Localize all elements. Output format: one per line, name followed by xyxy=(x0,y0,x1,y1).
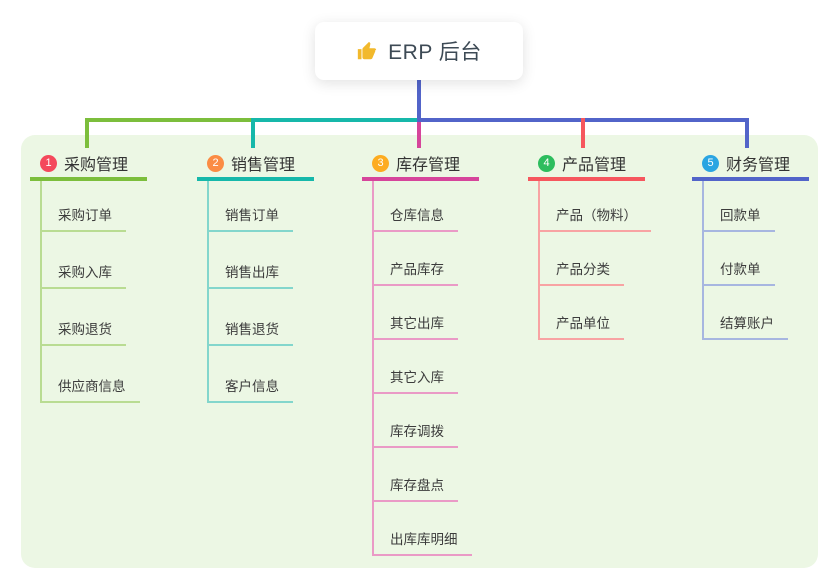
child-node[interactable]: 供应商信息 xyxy=(40,373,140,403)
branch-number-badge: 5 xyxy=(702,154,719,172)
child-node[interactable]: 产品库存 xyxy=(372,256,458,286)
child-node[interactable]: 库存盘点 xyxy=(372,472,458,502)
connector-line xyxy=(581,118,585,148)
branch-node[interactable]: 1 采购管理 xyxy=(30,149,147,181)
branch-node[interactable]: 3 库存管理 xyxy=(362,149,479,181)
branch-number-badge: 4 xyxy=(538,154,555,172)
child-node[interactable]: 采购入库 xyxy=(40,259,126,289)
child-node[interactable]: 其它出库 xyxy=(372,310,458,340)
connector-line xyxy=(85,118,255,122)
thumbs-up-icon xyxy=(356,40,378,62)
branch-number-badge: 1 xyxy=(40,154,57,172)
connector-line xyxy=(251,118,421,122)
branch-node[interactable]: 2 销售管理 xyxy=(197,149,314,181)
branch-child-guide-line xyxy=(702,181,704,340)
child-node[interactable]: 付款单 xyxy=(702,256,775,286)
root-node[interactable]: ERP 后台 xyxy=(315,22,523,80)
branch-title: 采购管理 xyxy=(64,157,129,174)
root-node-label: ERP 后台 xyxy=(388,41,482,64)
branch-child-guide-line xyxy=(40,181,42,403)
branch-title: 销售管理 xyxy=(231,157,296,174)
branch-group-panel xyxy=(21,135,818,568)
child-node[interactable]: 产品（物料） xyxy=(538,202,651,232)
child-node[interactable]: 库存调拨 xyxy=(372,418,458,448)
child-node[interactable]: 仓库信息 xyxy=(372,202,458,232)
connector-line xyxy=(417,122,421,148)
child-node[interactable]: 采购退货 xyxy=(40,316,126,346)
branch-node[interactable]: 4 产品管理 xyxy=(528,149,645,181)
branch-title: 产品管理 xyxy=(562,157,627,174)
branch-number-badge: 3 xyxy=(372,154,389,172)
child-node[interactable]: 回款单 xyxy=(702,202,775,232)
connector-line xyxy=(85,118,89,148)
branch-child-guide-line xyxy=(538,181,540,340)
child-node[interactable]: 销售退货 xyxy=(207,316,293,346)
connector-line xyxy=(745,118,749,148)
branch-child-guide-line xyxy=(372,181,374,556)
connector-line xyxy=(251,118,255,148)
branch-node[interactable]: 5 财务管理 xyxy=(692,149,809,181)
child-node[interactable]: 结算账户 xyxy=(702,310,788,340)
connector-line xyxy=(417,80,421,118)
child-node[interactable]: 出库库明细 xyxy=(372,526,472,556)
child-node[interactable]: 销售订单 xyxy=(207,202,293,232)
child-node[interactable]: 客户信息 xyxy=(207,373,293,403)
branch-child-guide-line xyxy=(207,181,209,403)
branch-number-badge: 2 xyxy=(207,154,224,172)
child-node[interactable]: 产品单位 xyxy=(538,310,624,340)
child-node[interactable]: 销售出库 xyxy=(207,259,293,289)
branch-title: 财务管理 xyxy=(726,157,791,174)
child-node[interactable]: 采购订单 xyxy=(40,202,126,232)
child-node[interactable]: 其它入库 xyxy=(372,364,458,394)
branch-title: 库存管理 xyxy=(396,157,461,174)
child-node[interactable]: 产品分类 xyxy=(538,256,624,286)
